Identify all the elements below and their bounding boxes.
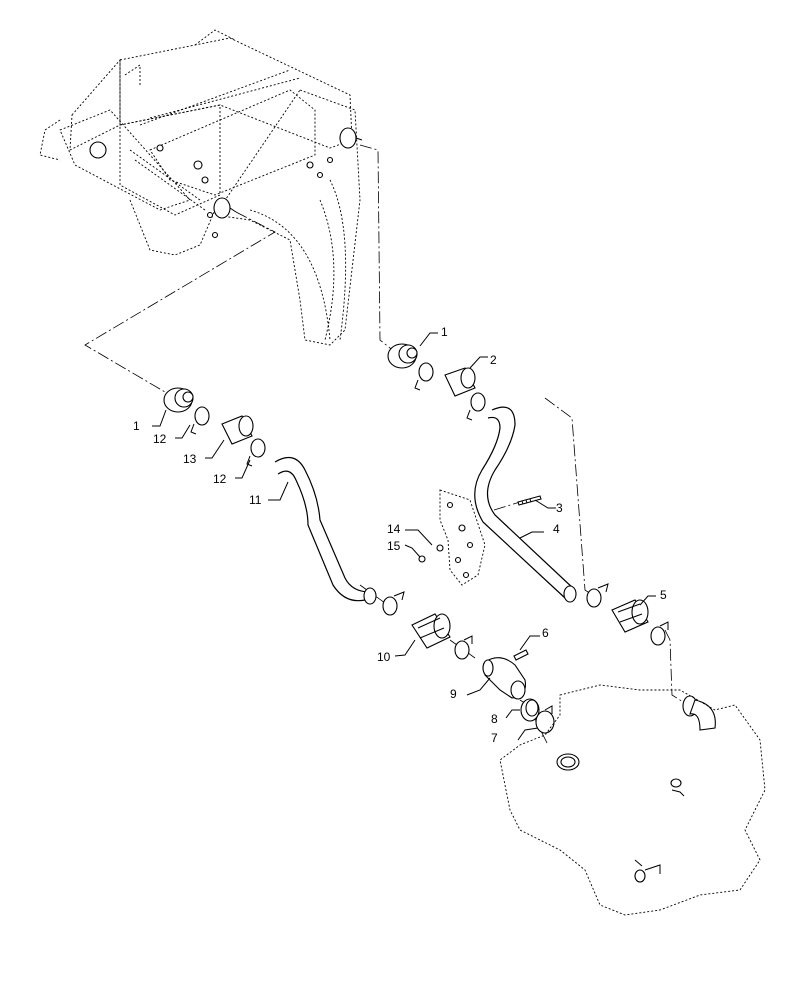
clamp-5a — [586, 583, 609, 608]
clamp-10a — [382, 591, 405, 616]
callout-3: 3 — [556, 501, 563, 515]
part-3-pin — [517, 495, 542, 506]
mounting-bracket — [439, 489, 486, 586]
part-2-sleeve — [444, 367, 476, 397]
part-5-reducer — [611, 599, 649, 633]
part-10-reducer — [411, 613, 451, 649]
engine-elbow-right — [682, 695, 716, 731]
part-9-elbow — [482, 657, 527, 700]
part-12-clamp-a — [190, 406, 210, 435]
callout-1-right: 1 — [441, 325, 448, 339]
frame-assembly — [39, 29, 363, 346]
part-12-clamp-b — [246, 438, 266, 467]
callout-11: 11 — [249, 493, 262, 507]
callout-9: 9 — [450, 687, 457, 701]
callout-6: 6 — [542, 626, 549, 640]
part-7-clamp — [535, 705, 555, 734]
callout-13: 13 — [183, 452, 197, 466]
engine-block — [499, 684, 766, 916]
part-15-bolt — [418, 555, 426, 563]
clamp-5b — [650, 621, 669, 646]
callout-10: 10 — [377, 650, 391, 664]
clamp-right-1 — [414, 362, 434, 391]
callout-leaders — [152, 332, 656, 741]
callout-12-b: 12 — [213, 472, 227, 486]
callout-14: 14 — [387, 522, 401, 536]
part-11-hose — [274, 456, 377, 605]
part-13-sleeve — [221, 415, 254, 445]
callout-8: 8 — [491, 712, 498, 726]
callout-4: 4 — [553, 522, 560, 536]
part-1-boot-right — [387, 343, 418, 369]
callout-15: 15 — [387, 539, 401, 553]
part-14-nut — [436, 544, 444, 552]
part-4-hose — [474, 406, 577, 603]
part-6-fitting — [513, 649, 529, 661]
part-1-boot-left — [163, 387, 194, 413]
clamp-right-2 — [466, 392, 486, 421]
callout-labels: 1 2 3 4 5 6 7 8 9 10 11 12 13 12 1 14 15 — [133, 325, 667, 745]
callout-7: 7 — [491, 731, 498, 745]
callout-12-a: 12 — [153, 432, 167, 446]
callout-1-left: 1 — [133, 419, 140, 433]
part-8-oring — [520, 698, 540, 722]
callout-2: 2 — [490, 353, 497, 367]
callout-5: 5 — [660, 588, 667, 602]
clamp-10b — [454, 635, 473, 660]
